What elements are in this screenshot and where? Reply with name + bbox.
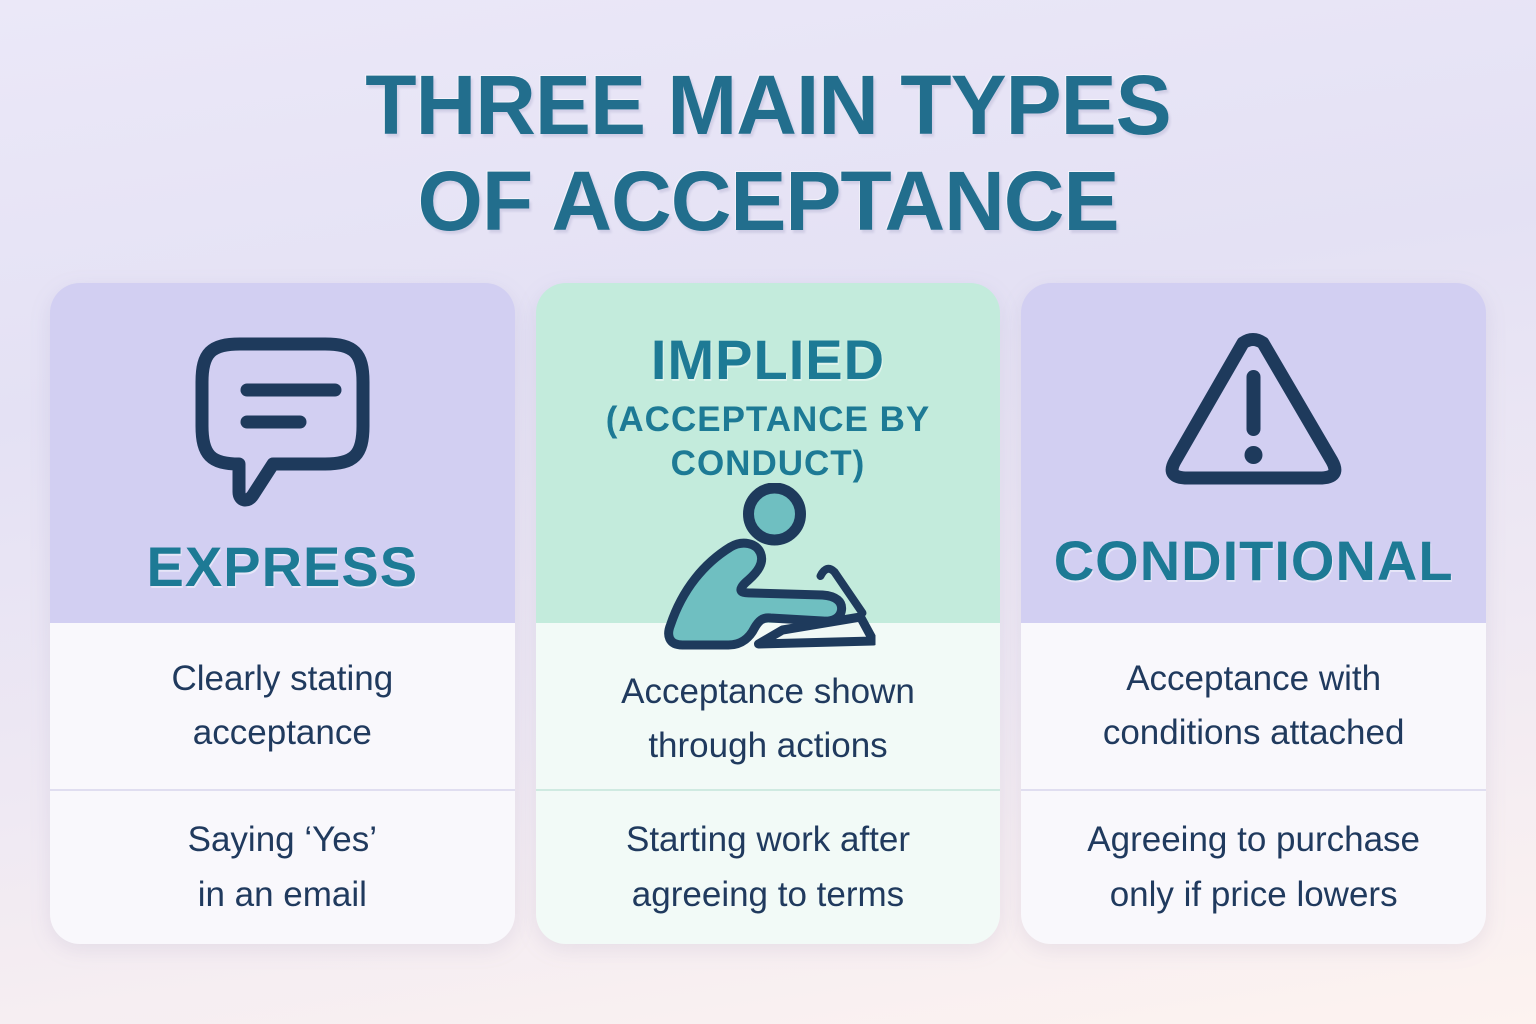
- implied-definition-text: Acceptance shown through actions: [621, 671, 915, 765]
- express-example-row: Saying ‘Yes’ in an email: [50, 789, 515, 944]
- conditional-card-title: CONDITIONAL: [1053, 529, 1454, 592]
- conditional-example-row: Agreeing to purchase only if price lower…: [1021, 789, 1486, 944]
- express-definition-text: Clearly stating acceptance: [171, 658, 394, 752]
- speech-bubble-icon: [195, 337, 370, 507]
- implied-example-text: Starting work after agreeing to terms: [625, 820, 910, 914]
- warning-triangle-icon: [1165, 333, 1342, 485]
- page-title-line1: THREE MAIN TYPES: [365, 58, 1171, 152]
- express-example-text: Saying ‘Yes’ in an email: [187, 820, 378, 914]
- implied-card-subtitle: (ACCEPTANCE BY CONDUCT): [605, 400, 931, 483]
- express-card-header: EXPRESS: [50, 283, 515, 623]
- page-title: THREE MAIN TYPES OF ACCEPTANCE: [0, 58, 1536, 250]
- express-definition-row: Clearly stating acceptance: [50, 623, 515, 789]
- implied-card-header: IMPLIED (ACCEPTANCE BY CONDUCT): [535, 283, 1001, 650]
- conditional-example-text: Agreeing to purchase only if price lower…: [1087, 820, 1421, 914]
- card-conditional: CONDITIONAL Acceptance with conditions a…: [1021, 283, 1486, 944]
- implied-card-title: IMPLIED: [650, 328, 886, 391]
- card-implied: IMPLIED (ACCEPTANCE BY CONDUCT) Acceptan…: [535, 283, 1001, 944]
- cards-container: EXPRESS Clearly stating acceptance Sayin…: [50, 283, 1486, 944]
- person-writing-icon: [664, 483, 876, 650]
- implied-example-row: Starting work after agreeing to terms: [535, 789, 1001, 944]
- page-title-line2: OF ACCEPTANCE: [417, 153, 1120, 248]
- conditional-definition-text: Acceptance with conditions attached: [1102, 658, 1405, 752]
- conditional-definition-row: Acceptance with conditions attached: [1021, 623, 1486, 789]
- conditional-card-header: CONDITIONAL: [1021, 283, 1486, 623]
- card-express: EXPRESS Clearly stating acceptance Sayin…: [50, 283, 515, 944]
- express-card-title: EXPRESS: [146, 535, 419, 598]
- implied-definition-row: Acceptance shown through actions: [535, 623, 1001, 789]
